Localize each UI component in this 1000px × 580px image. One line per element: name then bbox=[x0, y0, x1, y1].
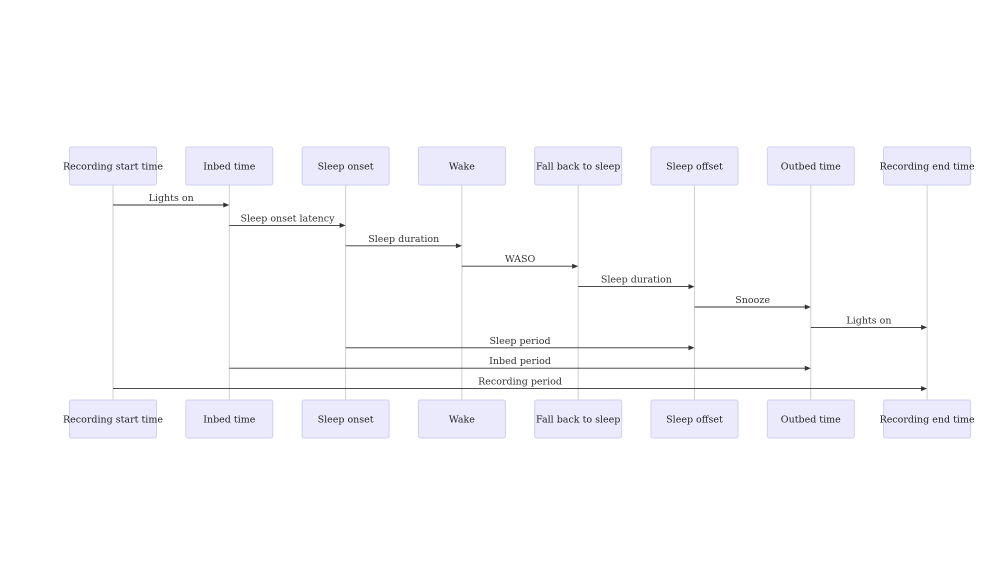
actors-top: Recording start time Inbed time Sleep onse… bbox=[63, 146, 975, 186]
arrowhead-icon bbox=[339, 222, 346, 228]
participant-label: Wake bbox=[449, 162, 475, 173]
participant-box bbox=[883, 399, 972, 439]
message-label: Sleep duration bbox=[601, 275, 672, 286]
message-label: Recording period bbox=[478, 377, 562, 388]
actors-bottom: Recording start time Inbed time Sleep onse… bbox=[63, 399, 975, 439]
participant-box bbox=[883, 146, 972, 186]
participant-box bbox=[650, 399, 739, 439]
message-3: WASO bbox=[461, 254, 579, 269]
arrowhead-icon bbox=[223, 202, 230, 208]
participant-bottom-1: Inbed time bbox=[185, 399, 274, 439]
participant-label: Recording end time bbox=[880, 162, 975, 173]
participant-label: Outbed time bbox=[781, 415, 841, 426]
message-2: Sleep duration bbox=[345, 234, 462, 249]
message-label: WASO bbox=[505, 254, 536, 265]
participant-box bbox=[766, 146, 855, 186]
message-label: Lights on bbox=[846, 315, 891, 326]
participant-top-4: Fall back to sleep bbox=[534, 146, 623, 186]
message-label: Snooze bbox=[735, 295, 770, 306]
participant-label: Wake bbox=[449, 415, 475, 426]
participant-box bbox=[534, 399, 623, 439]
participant-box bbox=[185, 146, 274, 186]
message-label: Lights on bbox=[149, 193, 194, 204]
participant-bottom-2: Sleep onset bbox=[301, 399, 390, 439]
message-label: Sleep duration bbox=[368, 234, 439, 245]
participant-box bbox=[650, 146, 739, 186]
participant-top-6: Outbed time bbox=[766, 146, 855, 186]
participant-label: Outbed time bbox=[781, 162, 841, 173]
message-5: Snooze bbox=[694, 295, 811, 310]
participant-top-3: Wake bbox=[417, 146, 506, 186]
participant-label: Recording start time bbox=[63, 415, 163, 426]
participant-top-5: Sleep offset bbox=[650, 146, 739, 186]
arrowhead-icon bbox=[921, 324, 928, 330]
message-8: Inbed period bbox=[229, 356, 811, 371]
arrowhead-icon bbox=[688, 284, 695, 290]
participant-label: Inbed time bbox=[203, 162, 256, 173]
participant-label: Recording start time bbox=[63, 162, 163, 173]
arrowhead-icon bbox=[455, 243, 462, 249]
participant-bottom-6: Outbed time bbox=[766, 399, 855, 439]
participant-top-0: Recording start time bbox=[63, 146, 163, 186]
participant-box bbox=[301, 146, 390, 186]
participant-top-1: Inbed time bbox=[185, 146, 274, 186]
message-label: Sleep onset latency bbox=[240, 213, 335, 224]
message-0: Lights on bbox=[113, 193, 230, 208]
participant-bottom-0: Recording start time bbox=[63, 399, 163, 439]
arrowhead-icon bbox=[804, 365, 811, 371]
participant-label: Recording end time bbox=[880, 415, 975, 426]
message-7: Sleep period bbox=[345, 336, 695, 351]
participant-bottom-5: Sleep offset bbox=[650, 399, 739, 439]
message-label: Sleep period bbox=[490, 336, 551, 347]
participant-box bbox=[417, 399, 506, 439]
participant-box bbox=[766, 399, 855, 439]
arrowhead-icon bbox=[804, 304, 811, 310]
participant-bottom-7: Recording end time bbox=[880, 399, 975, 439]
participant-label: Sleep onset bbox=[318, 162, 374, 173]
participant-box bbox=[69, 146, 157, 186]
participant-box bbox=[534, 146, 623, 186]
arrowhead-icon bbox=[572, 263, 579, 269]
participant-box bbox=[69, 399, 157, 439]
participant-box bbox=[417, 146, 506, 186]
message-4: Sleep duration bbox=[578, 275, 695, 290]
participant-label: Fall back to sleep bbox=[536, 415, 620, 426]
message-9: Recording period bbox=[113, 377, 928, 392]
message-label: Inbed period bbox=[489, 356, 551, 367]
participant-box bbox=[301, 399, 390, 439]
participant-bottom-3: Wake bbox=[417, 399, 506, 439]
message-6: Lights on bbox=[810, 315, 928, 330]
participant-top-2: Sleep onset bbox=[301, 146, 390, 186]
participant-label: Inbed time bbox=[203, 415, 256, 426]
participant-top-7: Recording end time bbox=[880, 146, 975, 186]
arrowhead-icon bbox=[921, 386, 928, 392]
participant-box bbox=[185, 399, 274, 439]
participant-label: Fall back to sleep bbox=[536, 162, 620, 173]
participant-label: Sleep offset bbox=[666, 162, 723, 173]
lifelines bbox=[112, 185, 928, 400]
participant-bottom-4: Fall back to sleep bbox=[534, 399, 623, 439]
arrowhead-icon bbox=[688, 345, 695, 351]
participant-label: Sleep offset bbox=[666, 415, 723, 426]
message-1: Sleep onset latency bbox=[229, 213, 346, 228]
participant-label: Sleep onset bbox=[318, 415, 374, 426]
